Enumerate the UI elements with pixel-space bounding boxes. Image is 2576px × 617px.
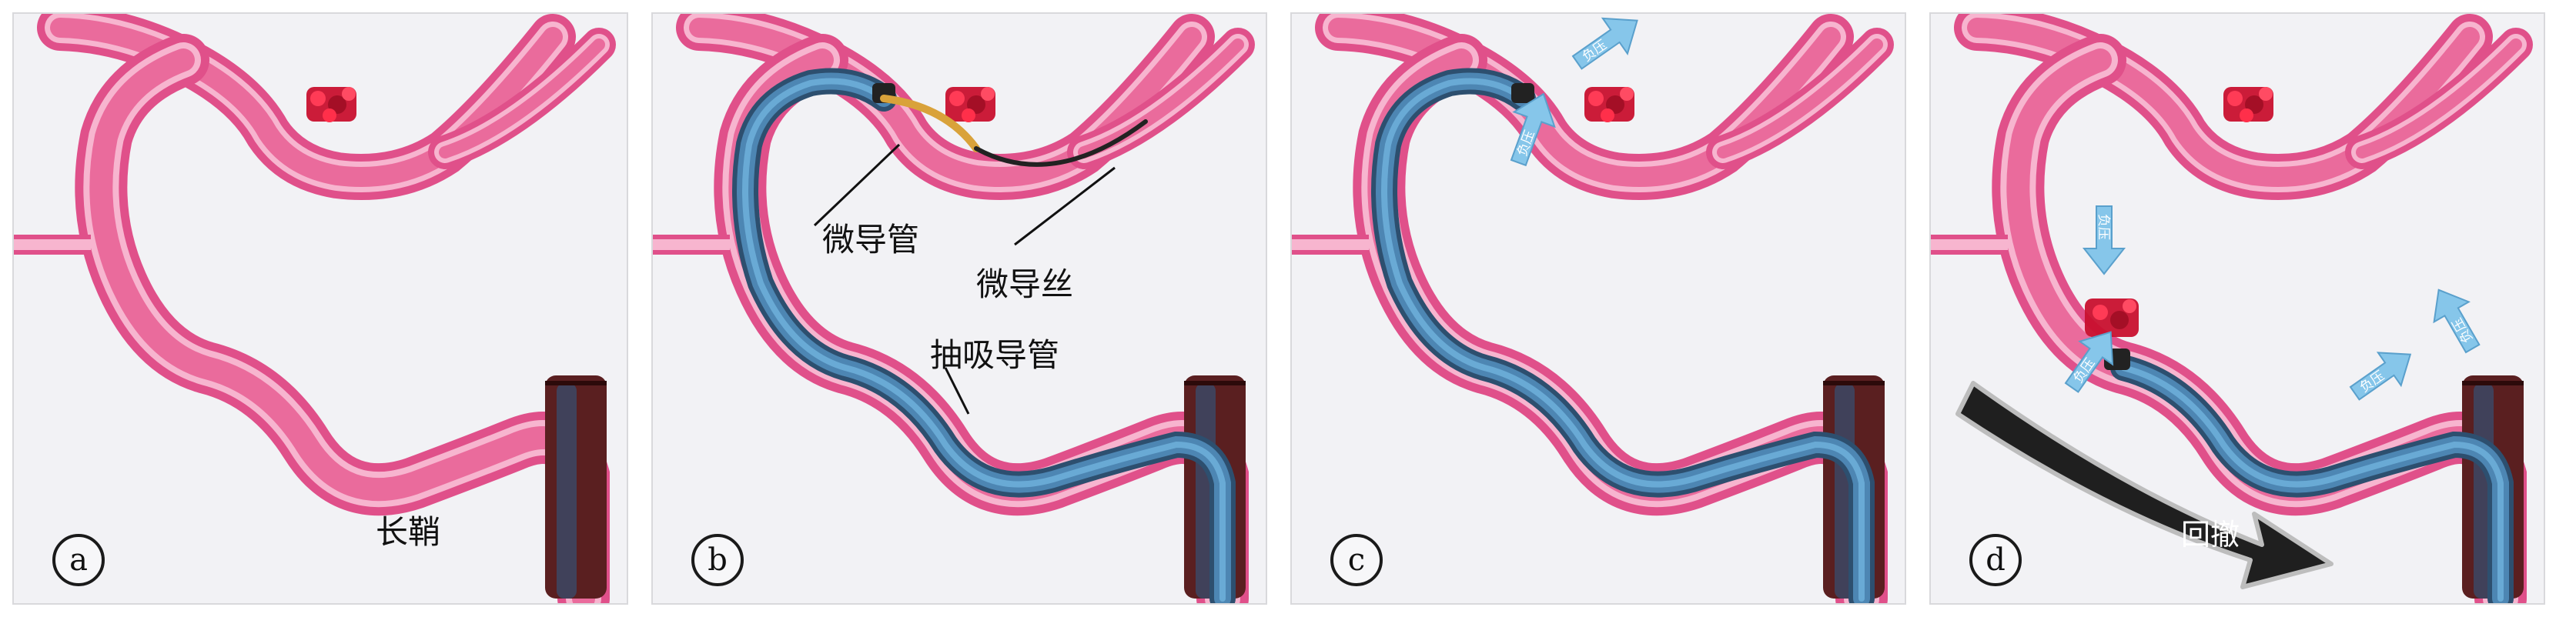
pressure-label: 负压 [2096, 214, 2111, 240]
vessel-tree [14, 28, 607, 599]
vessel-diagram [14, 14, 628, 605]
panel-letter: b [691, 534, 744, 586]
label-sheath: 长鞘 [376, 513, 441, 551]
pressure-arrow: 负压 [2349, 352, 2412, 401]
leader-microcatheter [813, 143, 901, 227]
panel-c: 负压 负压 c [1290, 12, 1906, 605]
panel-letter: d [1969, 534, 2022, 586]
pressure-arrow: 负压 [1571, 17, 1638, 70]
microcatheter [880, 95, 980, 152]
panel-d: 负压 负压 负压 负压 回撤 d [1929, 12, 2545, 605]
panel-a: a 长鞘 [12, 12, 628, 605]
leader-microwire [1014, 166, 1116, 246]
panel-letter: c [1330, 534, 1383, 586]
leader-aspiration [944, 367, 970, 415]
withdraw-arrow: 回撤 [1955, 381, 2333, 589]
pressure-arrow: 负压 [2433, 288, 2481, 354]
panel-b: b 微导管 微导丝 抽吸导管 [651, 12, 1267, 605]
label-aspiration: 抽吸导管 [930, 336, 1060, 374]
panel-letter: a [52, 534, 105, 586]
withdraw-label: 回撤 [2181, 518, 2240, 552]
vessel-diagram: 负压 负压 [1292, 14, 1906, 605]
vessel-diagram [653, 14, 1267, 605]
label-microwire: 微导丝 [976, 265, 1074, 303]
pressure-arrow: 负压 [2082, 205, 2126, 275]
vessel-tree [1292, 28, 1885, 599]
vessel-tree [653, 28, 1246, 599]
microwire [974, 119, 1148, 167]
vessel-diagram: 负压 负压 负压 负压 回撤 [1931, 14, 2545, 605]
label-microcatheter: 微导管 [822, 221, 920, 258]
